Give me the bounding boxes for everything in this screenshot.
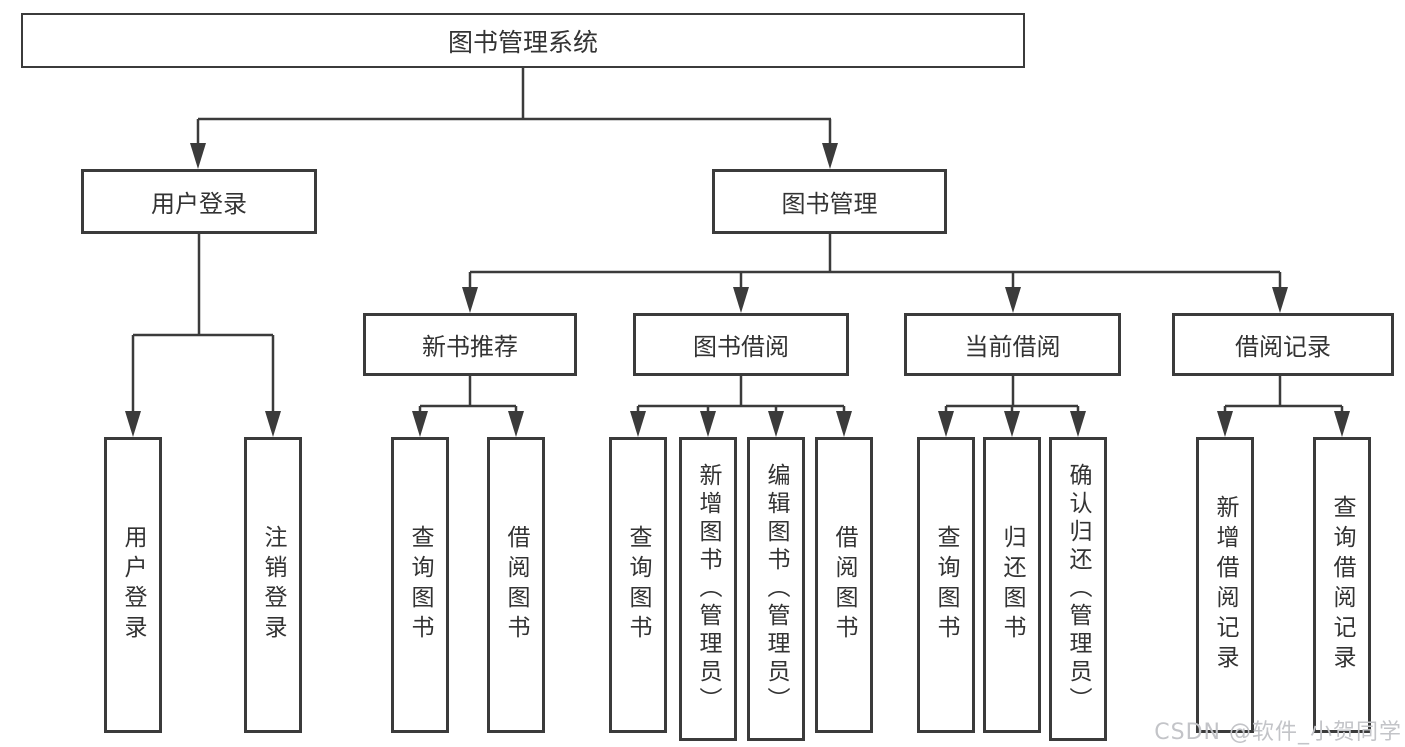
- connector-line: [636, 376, 846, 413]
- connector-book-borrow-children: [630, 376, 852, 437]
- arrowhead: [1334, 411, 1350, 437]
- arrowhead: [733, 287, 749, 313]
- leaf-borrow-add-books-admin: 新增图书（管理员）: [679, 437, 737, 741]
- connector-user-login-children: [125, 234, 281, 437]
- arrowhead: [412, 411, 428, 437]
- arrowhead: [1005, 287, 1021, 313]
- leaf-current-return-books: 归还图书: [983, 437, 1041, 733]
- connector-book-management-children: [462, 234, 1288, 313]
- arrowhead: [125, 411, 141, 437]
- leaf-user-login: 用户登录: [104, 437, 162, 733]
- leaf-borrow-query-books: 查询图书: [609, 437, 667, 733]
- connector-line: [196, 68, 832, 146]
- arrowhead: [190, 143, 206, 169]
- node-new-book-recommend: 新书推荐: [363, 313, 577, 376]
- connector-line: [944, 376, 1080, 413]
- arrowhead: [508, 411, 524, 437]
- arrowhead: [265, 411, 281, 437]
- leaf-borrow-borrow-books: 借阅图书: [815, 437, 873, 733]
- node-root: 图书管理系统: [21, 13, 1025, 68]
- arrowhead: [1217, 411, 1233, 437]
- arrowhead: [768, 411, 784, 437]
- connector-borrow-records-children: [1217, 376, 1350, 437]
- connector-line: [1223, 376, 1344, 413]
- arrowhead: [1004, 411, 1020, 437]
- leaf-recommend-borrow-books: 借阅图书: [487, 437, 545, 733]
- leaf-logout: 注销登录: [244, 437, 302, 733]
- node-book-management: 图书管理: [712, 169, 947, 234]
- arrowhead: [822, 143, 838, 169]
- connector-line: [468, 234, 1282, 289]
- arrowhead: [1070, 411, 1086, 437]
- leaf-records-query-record: 查询借阅记录: [1313, 437, 1371, 733]
- leaf-current-query-books: 查询图书: [917, 437, 975, 733]
- connector-line: [131, 234, 275, 413]
- leaf-current-confirm-return-admin: 确认归还（管理员）: [1049, 437, 1107, 741]
- leaf-recommend-query-books: 查询图书: [391, 437, 449, 733]
- arrowhead: [1272, 287, 1288, 313]
- leaf-borrow-edit-books-admin: 编辑图书（管理员）: [747, 437, 805, 741]
- arrowhead: [462, 287, 478, 313]
- node-book-borrow: 图书借阅: [633, 313, 849, 376]
- connector-new-book-recommend-children: [412, 376, 524, 437]
- csdn-watermark: CSDN @软件_小贺同学: [1154, 720, 1402, 745]
- node-user-login: 用户登录: [81, 169, 317, 234]
- arrowhead: [836, 411, 852, 437]
- node-current-borrow: 当前借阅: [904, 313, 1121, 376]
- connector-line: [418, 376, 518, 413]
- arrowhead: [700, 411, 716, 437]
- arrowhead: [630, 411, 646, 437]
- arrowhead: [938, 411, 954, 437]
- leaf-records-add-record: 新增借阅记录: [1196, 437, 1254, 733]
- connector-current-borrow-children: [938, 376, 1086, 437]
- connector-root-to-level2: [190, 68, 838, 169]
- node-borrow-records: 借阅记录: [1172, 313, 1394, 376]
